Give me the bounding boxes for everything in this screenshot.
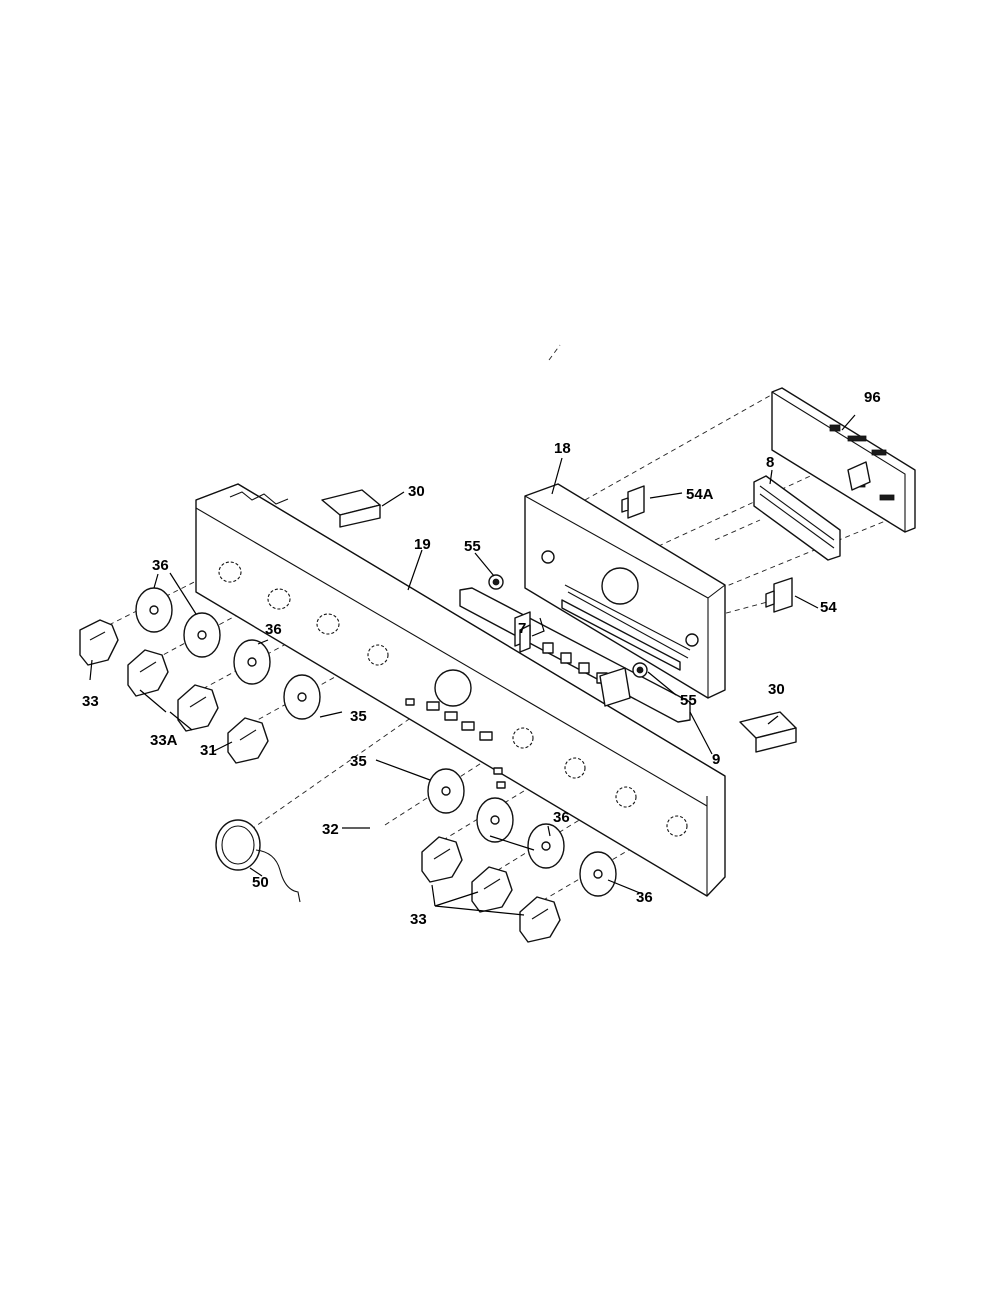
callout-8: 8 xyxy=(766,454,774,471)
bezel-36-6 xyxy=(579,851,617,897)
bezel-36-4 xyxy=(476,797,514,843)
callout-33-bottom: 33 xyxy=(410,911,427,928)
callout-32: 32 xyxy=(322,821,339,838)
callout-18: 18 xyxy=(554,440,571,457)
switch-54 xyxy=(765,577,793,613)
clip-7 xyxy=(519,624,531,653)
bezel-36-5 xyxy=(527,823,565,869)
callout-19: 19 xyxy=(414,536,431,553)
callout-36-right: 36 xyxy=(553,809,570,826)
callout-54: 54 xyxy=(820,599,837,616)
callout-9: 9 xyxy=(712,751,720,768)
bezel-strip-8 xyxy=(753,475,841,561)
callout-55-bottom: 55 xyxy=(680,692,697,709)
bezel-36-2 xyxy=(183,612,221,658)
callout-36-left: 36 xyxy=(152,557,169,574)
knob-33-left xyxy=(79,619,119,666)
callout-35-left: 35 xyxy=(350,708,367,725)
callout-30-top: 30 xyxy=(408,483,425,500)
callout-54A: 54A xyxy=(686,486,714,503)
knob-33-1 xyxy=(421,836,463,883)
callout-33-left: 33 xyxy=(82,693,99,710)
bracket-30-right xyxy=(739,711,797,753)
housing-18 xyxy=(524,483,726,699)
callout-36-bottom: 36 xyxy=(636,889,653,906)
callout-36-mid: 36 xyxy=(265,621,282,638)
bracket-30-top xyxy=(321,489,381,528)
knob-33-3 xyxy=(519,896,561,943)
bezel-36-1 xyxy=(135,587,173,633)
leader-lines xyxy=(89,414,856,916)
callout-labels: 96 18 8 54A 30 19 55 7 54 36 36 55 30 33… xyxy=(82,389,881,928)
callout-7: 7 xyxy=(518,620,526,637)
callout-96: 96 xyxy=(864,389,881,406)
switch-54A xyxy=(621,485,645,519)
callout-35-mid: 35 xyxy=(350,753,367,770)
mounting-bracket-9 xyxy=(459,587,691,723)
callout-33A: 33A xyxy=(150,732,178,749)
nut-55-top xyxy=(488,574,504,590)
knob-31 xyxy=(227,717,269,764)
knob-33-2 xyxy=(471,866,513,913)
bezel-35-1 xyxy=(283,674,321,720)
nut-55-bottom xyxy=(632,662,648,678)
circuit-board-96 xyxy=(771,387,916,533)
callout-50: 50 xyxy=(252,874,269,891)
timer-50 xyxy=(215,819,301,903)
callout-30-right: 30 xyxy=(768,681,785,698)
knob-33A-1 xyxy=(127,649,169,697)
callout-55-top: 55 xyxy=(464,538,481,555)
bezels xyxy=(135,587,617,897)
bezel-36-3 xyxy=(233,639,271,685)
knobs xyxy=(79,619,561,943)
control-panel-19 xyxy=(195,483,726,897)
callout-31: 31 xyxy=(200,742,217,759)
knob-33A-2 xyxy=(177,684,219,732)
bezel-35-2 xyxy=(427,768,465,814)
